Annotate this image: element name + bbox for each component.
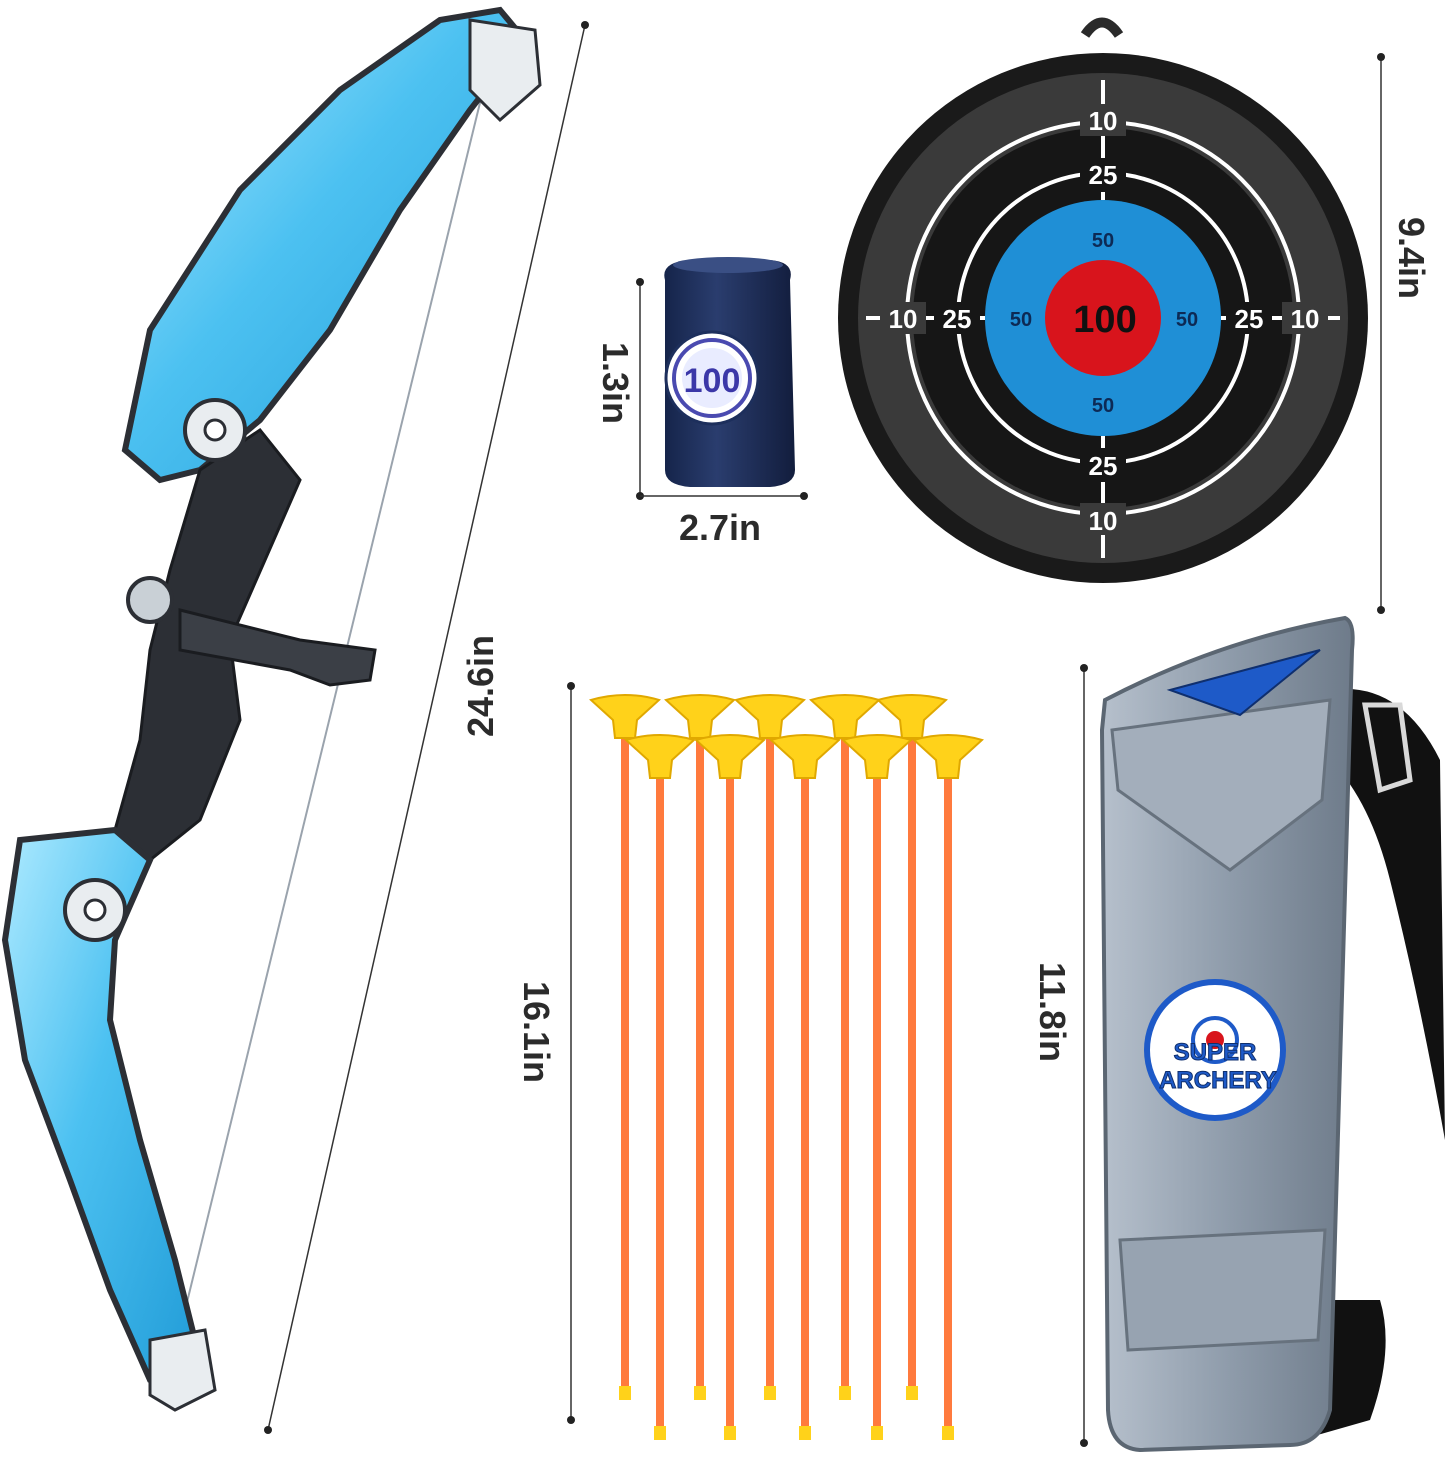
target-middle-bottom: 25 <box>1089 451 1118 481</box>
arrow-length-dimension: 16.1in <box>516 682 575 1424</box>
arrow-length-label: 16.1in <box>516 981 557 1083</box>
target-inner-top: 50 <box>1092 230 1114 252</box>
target-can: 100 <box>664 257 795 487</box>
can-height-dimension: 1.3in <box>595 278 644 500</box>
bow-knob <box>126 576 174 624</box>
quiver-logo-line1: SUPER <box>1174 1039 1257 1066</box>
can-label: 100 <box>684 362 741 400</box>
can-height-label: 1.3in <box>595 342 636 424</box>
quiver-length-dimension: 11.8in <box>1032 664 1088 1447</box>
can-width-label: 2.7in <box>679 507 761 548</box>
bow-arrow-rest <box>178 608 377 687</box>
target-inner-left: 50 <box>1010 309 1032 331</box>
arrow <box>912 734 984 1440</box>
target-middle-left: 25 <box>943 304 972 334</box>
bow-string <box>167 69 489 1381</box>
target-middle-right: 25 <box>1235 304 1264 334</box>
can-width-dimension: 2.7in <box>640 492 808 548</box>
arrow <box>769 734 841 1440</box>
bow-length-dimension: 24.6in <box>264 21 589 1434</box>
arrow <box>624 734 696 1440</box>
arrow <box>841 734 913 1440</box>
target-diameter-label: 9.4in <box>1391 217 1432 299</box>
target-inner-bottom: 50 <box>1092 395 1114 417</box>
arrow-set <box>589 694 984 1440</box>
bow-upper-limb <box>121 6 529 484</box>
target-board: 10 10 10 10 25 25 25 25 50 50 50 50 100 <box>838 17 1368 583</box>
quiver-logo-line2: ARCHERY <box>1159 1067 1277 1094</box>
bow <box>1 6 542 1412</box>
quiver: SUPER ARCHERY <box>1099 615 1445 1453</box>
arrow <box>734 694 806 1400</box>
quiver-strap <box>1330 688 1445 1140</box>
arrow <box>876 694 948 1400</box>
target-middle-top: 25 <box>1089 160 1118 190</box>
arrow <box>664 694 736 1400</box>
target-outer-top: 10 <box>1089 106 1118 136</box>
quiver-length-label: 11.8in <box>1032 962 1073 1062</box>
bow-length-label: 24.6in <box>460 635 501 737</box>
arrow <box>809 694 881 1400</box>
target-center: 100 <box>1073 299 1136 341</box>
target-outer-left: 10 <box>889 304 918 334</box>
target-outer-right: 10 <box>1291 304 1320 334</box>
target-diameter-dimension: 9.4in <box>1377 53 1432 614</box>
target-inner-right: 50 <box>1176 309 1198 331</box>
target-outer-bottom: 10 <box>1089 506 1118 536</box>
arrow <box>589 694 661 1400</box>
arrow <box>694 734 766 1440</box>
